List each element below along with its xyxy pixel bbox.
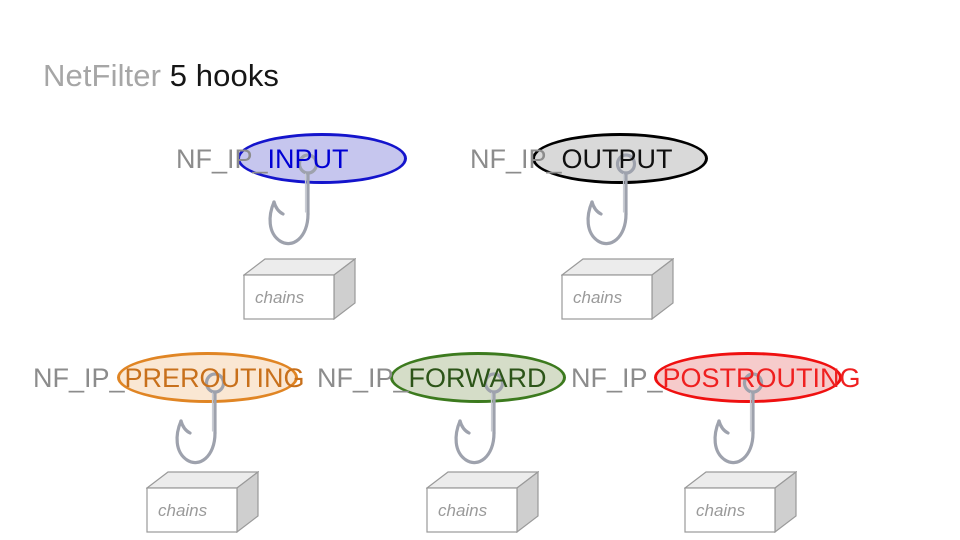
chains-box-nf-ip-output[interactable]: chains: [561, 258, 674, 320]
ellipse-nf-ip-forward[interactable]: [390, 352, 566, 403]
page-title: NetFilter 5 hooks: [43, 57, 279, 95]
chains-box-label: chains: [255, 288, 305, 307]
chains-box-label: chains: [158, 501, 208, 520]
chains-box-label: chains: [573, 288, 623, 307]
chains-box-label: chains: [696, 501, 746, 520]
chains-box-nf-ip-input[interactable]: chains: [243, 258, 356, 320]
page-title-black-part: 5 hooks: [169, 58, 280, 93]
ellipse-nf-ip-output[interactable]: [532, 133, 708, 184]
chains-box-nf-ip-prerouting[interactable]: chains: [146, 471, 259, 533]
chains-box-nf-ip-forward[interactable]: chains: [426, 471, 539, 533]
hook-label-prefix: NF_IP_: [571, 363, 663, 393]
ellipse-nf-ip-input[interactable]: [237, 133, 407, 184]
chains-box-nf-ip-postrouting[interactable]: chains: [684, 471, 797, 533]
ellipse-nf-ip-postrouting[interactable]: [654, 352, 842, 403]
page-title-gray-part: NetFilter: [43, 58, 162, 93]
ellipse-nf-ip-prerouting[interactable]: [117, 352, 298, 403]
chains-box-label: chains: [438, 501, 488, 520]
